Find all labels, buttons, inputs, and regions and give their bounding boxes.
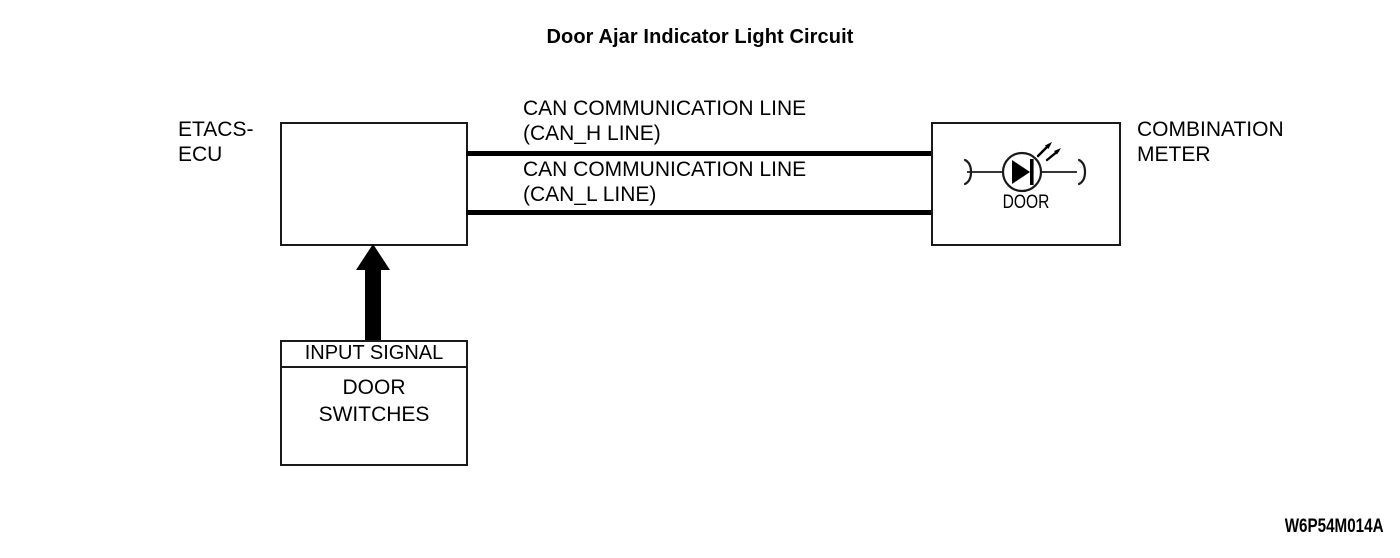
part-reference-code: W6P54M014A <box>1285 516 1384 537</box>
ecu-block <box>280 122 468 246</box>
can-high-line-label: CAN COMMUNICATION LINE (CAN_H LINE) <box>523 97 807 145</box>
ecu-label: ETACS- ECU <box>178 118 254 166</box>
up-arrow-icon <box>356 244 390 341</box>
indicator-door-label: DOOR <box>1002 192 1050 213</box>
can-high-line <box>466 151 932 156</box>
combination-meter-label: COMBINATION METER <box>1137 118 1284 166</box>
led-lamp-icon <box>963 142 1087 193</box>
page-title: Door Ajar Indicator Light Circuit <box>546 26 854 48</box>
door-switches-label: DOOR SWITCHES <box>318 376 430 426</box>
can-low-line <box>466 210 932 215</box>
door-switches-block <box>280 340 468 466</box>
input-signal-header: INPUT SIGNAL <box>304 341 444 364</box>
can-low-line-label: CAN COMMUNICATION LINE (CAN_L LINE) <box>523 158 807 206</box>
door-switches-divider <box>280 366 468 368</box>
